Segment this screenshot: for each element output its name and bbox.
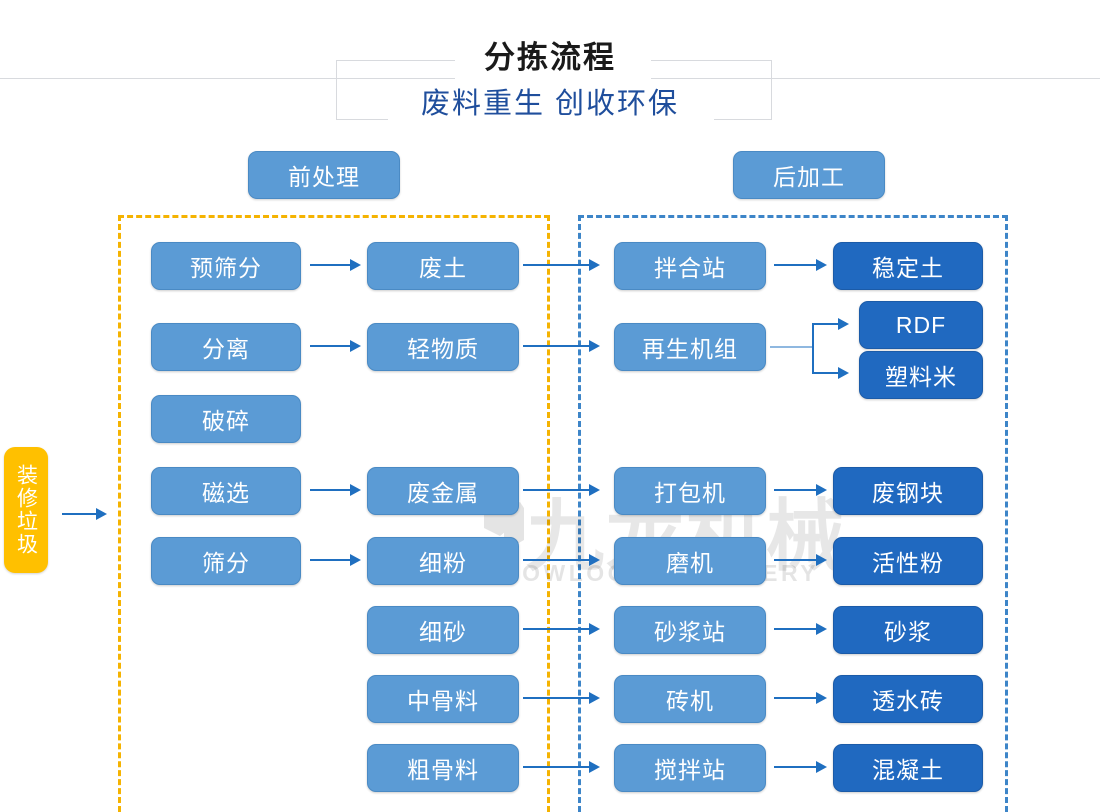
node-equipment-mixing-station[interactable]: 拌合站	[614, 242, 766, 290]
section-tag-preprocessing[interactable]: 前处理	[248, 151, 400, 199]
node-product-permeable-brick[interactable]: 透水砖	[833, 675, 983, 723]
node-process-magnetic-sorting[interactable]: 磁选	[151, 467, 301, 515]
node-equipment-baler[interactable]: 打包机	[614, 467, 766, 515]
node-material-scrap-metal[interactable]: 废金属	[367, 467, 519, 515]
header-title-backdrop	[455, 36, 651, 80]
node-input-label: 装修垃圾	[14, 464, 38, 556]
node-product-scrap-steel-block[interactable]: 废钢块	[833, 467, 983, 515]
node-process-separation[interactable]: 分离	[151, 323, 301, 371]
node-process-pre-screening[interactable]: 预筛分	[151, 242, 301, 290]
node-material-fine-powder[interactable]: 细粉	[367, 537, 519, 585]
node-product-active-powder[interactable]: 活性粉	[833, 537, 983, 585]
node-material-light-substance[interactable]: 轻物质	[367, 323, 519, 371]
node-material-coarse-aggregate[interactable]: 粗骨料	[367, 744, 519, 792]
node-equipment-batching-plant[interactable]: 搅拌站	[614, 744, 766, 792]
node-product-rdf[interactable]: RDF	[859, 301, 983, 349]
node-product-concrete[interactable]: 混凝土	[833, 744, 983, 792]
node-input-construction-waste[interactable]: 装修垃圾	[4, 447, 48, 573]
header-subtitle-backdrop	[388, 84, 714, 124]
node-equipment-mortar-station[interactable]: 砂浆站	[614, 606, 766, 654]
node-equipment-recycling-unit[interactable]: 再生机组	[614, 323, 766, 371]
node-product-stabilized-soil[interactable]: 稳定土	[833, 242, 983, 290]
node-process-crushing[interactable]: 破碎	[151, 395, 301, 443]
section-tag-postprocessing[interactable]: 后加工	[733, 151, 885, 199]
page-subtitle: 废料重生 创收环保	[420, 88, 680, 120]
node-process-screening[interactable]: 筛分	[151, 537, 301, 585]
node-material-waste-soil[interactable]: 废土	[367, 242, 519, 290]
node-material-fine-sand[interactable]: 细砂	[367, 606, 519, 654]
node-equipment-grinder[interactable]: 磨机	[614, 537, 766, 585]
node-product-mortar[interactable]: 砂浆	[833, 606, 983, 654]
node-product-plastic-pellets[interactable]: 塑料米	[859, 351, 983, 399]
group-frame-postprocessing	[578, 215, 1008, 812]
node-material-medium-aggregate[interactable]: 中骨料	[367, 675, 519, 723]
group-frame-preprocessing	[118, 215, 550, 812]
page-title: 分拣流程	[484, 40, 616, 75]
node-equipment-brick-machine[interactable]: 砖机	[614, 675, 766, 723]
